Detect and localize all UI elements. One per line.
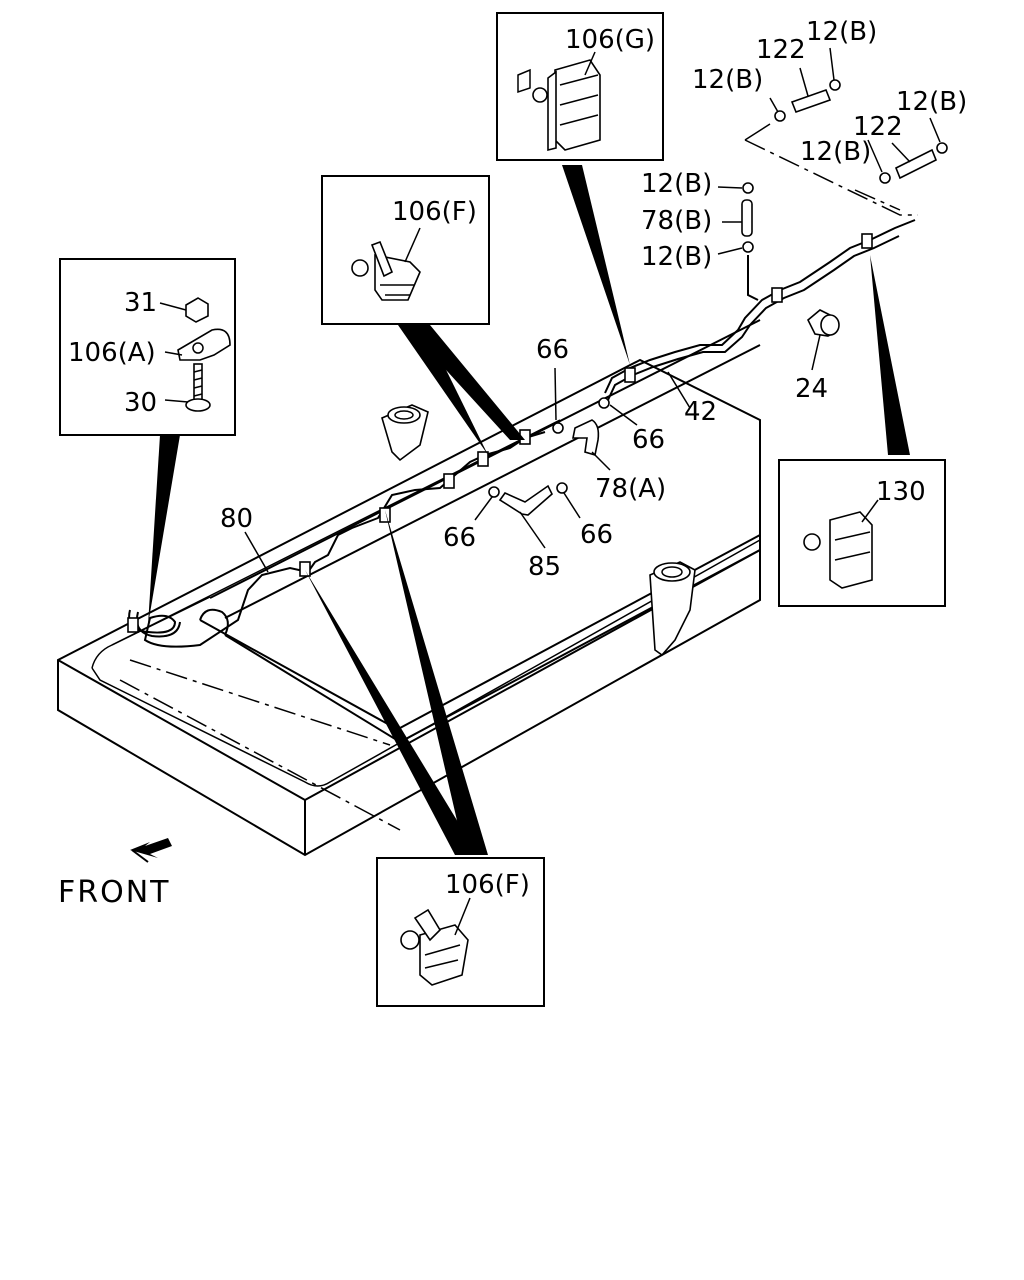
connector-24 — [807, 309, 840, 337]
label-30: 30 — [124, 388, 157, 418]
frame-bracket-left — [381, 404, 429, 462]
label-78b: 78(B) — [641, 206, 712, 236]
label-130: 130 — [876, 477, 926, 507]
hose-78a — [572, 419, 600, 457]
label-42: 42 — [684, 397, 717, 427]
label-66-4: 66 — [580, 520, 613, 550]
breather-hose-122 — [744, 79, 948, 216]
hose-78b — [741, 182, 759, 301]
label-24: 24 — [795, 374, 828, 404]
label-66-1: 66 — [536, 335, 569, 365]
label-leaders — [244, 47, 941, 573]
front-arrow-icon — [130, 838, 172, 863]
hose-clamps-66 — [488, 397, 610, 498]
label-106g: 106(G) — [565, 25, 655, 55]
inset-106g — [496, 12, 664, 161]
label-66-3: 66 — [443, 523, 476, 553]
frame-bracket-right — [649, 561, 696, 657]
fuel-pipe-42 — [604, 219, 916, 401]
hose-85 — [498, 484, 553, 516]
label-31: 31 — [124, 288, 157, 318]
label-12b-2: 12(B) — [692, 65, 763, 95]
inset-106a — [59, 258, 236, 436]
label-12b-5: 12(B) — [641, 169, 712, 199]
label-66-2: 66 — [632, 425, 665, 455]
label-front: FRONT — [58, 875, 170, 910]
inset-130 — [778, 459, 946, 607]
label-12b-4: 12(B) — [800, 137, 871, 167]
label-106f-bottom: 106(F) — [445, 870, 530, 900]
label-122-top: 122 — [756, 35, 806, 65]
label-106f-top: 106(F) — [392, 197, 477, 227]
label-106a: 106(A) — [68, 338, 156, 368]
callout-wedges — [148, 165, 910, 855]
inset-106f-bottom — [376, 857, 545, 1007]
label-12b-3: 12(B) — [896, 87, 967, 117]
label-12b-1: 12(B) — [806, 17, 877, 47]
inset-106f-top — [321, 175, 490, 325]
label-80: 80 — [220, 504, 253, 534]
label-78a: 78(A) — [595, 474, 666, 504]
label-85: 85 — [528, 552, 561, 582]
label-12b-6: 12(B) — [641, 242, 712, 272]
label-122-mid: 122 — [853, 112, 903, 142]
fuel-tank-frame — [57, 319, 761, 857]
part-labels: 106(G) 106(F) 31 106(A) 30 122 12(B) 12(… — [58, 17, 967, 910]
